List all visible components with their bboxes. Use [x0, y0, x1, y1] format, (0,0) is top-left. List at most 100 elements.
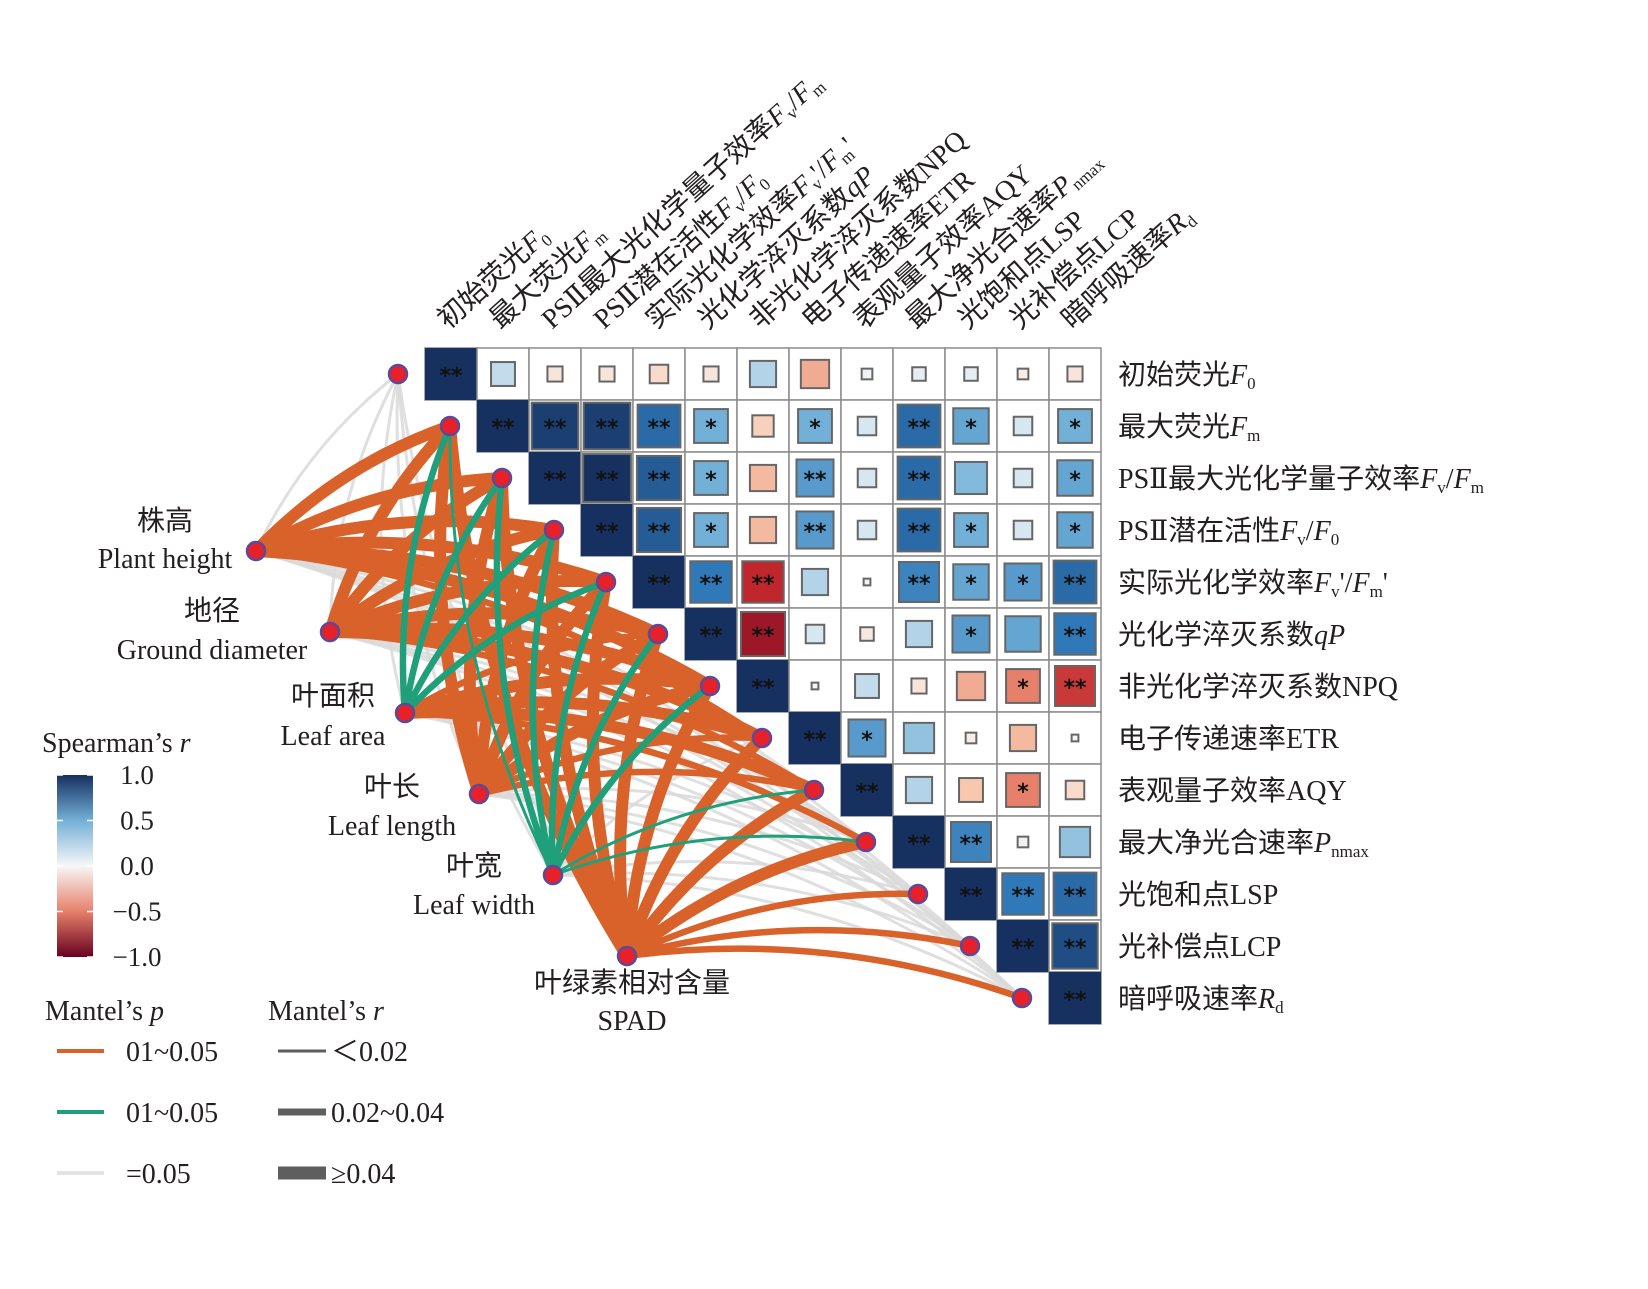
- label-symbol: NPQ: [1342, 672, 1398, 703]
- mantel-link: [324, 420, 456, 638]
- mantel-link: [621, 732, 768, 962]
- row-label: 最大荧光Fm: [1118, 411, 1260, 445]
- correlation-square: [953, 512, 989, 548]
- significance-mark: *: [965, 624, 977, 649]
- significance-mark: **: [595, 416, 619, 441]
- mantel-link: [395, 372, 481, 796]
- significance-mark: **: [855, 780, 879, 805]
- correlation-square: [693, 512, 729, 548]
- row-label: 电子传递速率ETR: [1118, 723, 1339, 755]
- environment-label-cn: 叶长: [364, 771, 420, 803]
- correlation-square: [958, 777, 984, 803]
- correlation-square: [702, 365, 720, 383]
- correlation-square: [955, 670, 987, 702]
- significance-mark: **: [595, 468, 619, 493]
- correlation-square: [598, 365, 616, 383]
- correlation-square: [748, 515, 778, 545]
- mantel-link: [399, 422, 454, 717]
- significance-mark: *: [1069, 520, 1081, 545]
- label-symbol: ': [1383, 568, 1388, 599]
- correlation-square: [1064, 779, 1086, 801]
- correlation-square: [854, 673, 880, 699]
- label-symbol: m: [1247, 426, 1260, 445]
- label-symbol: /: [1446, 464, 1454, 495]
- mantel-link: [448, 424, 555, 877]
- label-symbol: v: [1437, 478, 1446, 497]
- label-cn: 光化学淬灭系数: [1118, 619, 1314, 651]
- correlation-square: [856, 415, 878, 437]
- significance-mark: *: [705, 468, 717, 493]
- label-symbol: R: [1257, 984, 1275, 1015]
- significance-mark: *: [809, 416, 821, 441]
- correlation-square: [633, 556, 685, 608]
- colorbar-tick-label: 0.5: [120, 806, 154, 836]
- mantel-link: [549, 630, 662, 879]
- correlation-square: [949, 820, 993, 864]
- mantel-r-label: ≥0.04: [331, 1159, 395, 1190]
- correlation-square: [1052, 559, 1098, 605]
- significance-mark: **: [491, 416, 515, 441]
- variable-node: [387, 363, 409, 385]
- label-symbol: nmax: [1331, 842, 1369, 861]
- mantel-link: [475, 734, 766, 798]
- colorbar-title: Spearman’s r: [42, 728, 191, 759]
- label-symbol: F: [1313, 516, 1332, 547]
- correlation-square: [581, 504, 633, 556]
- environment-label-en: Leaf area: [281, 721, 386, 752]
- correlation-square: [636, 403, 682, 449]
- correlation-square: [789, 712, 841, 764]
- mantel-link: [623, 945, 1026, 1002]
- correlation-square: [799, 358, 831, 390]
- mantel-link: [551, 834, 868, 877]
- significance-mark: *: [1017, 572, 1029, 597]
- correlation-square: [648, 363, 670, 385]
- correlation-square: [490, 361, 516, 387]
- environment-label-cn: 株高: [137, 505, 193, 537]
- variable-node: [959, 935, 981, 957]
- correlation-square: [741, 560, 785, 604]
- mantel-link: [529, 526, 558, 879]
- mantel-r-title: Mantel’s r: [268, 996, 384, 1027]
- label-symbol: nmax: [1068, 154, 1109, 194]
- correlation-square: [685, 608, 737, 660]
- significance-mark: *: [965, 520, 977, 545]
- label-symbol: m: [1471, 478, 1484, 497]
- mantel-link: [463, 472, 508, 800]
- mantel-p-label: =0.05: [126, 1159, 191, 1190]
- mantel-link: [250, 420, 456, 557]
- label-cn: 最大荧光: [1118, 411, 1230, 443]
- correlation-square: [748, 463, 778, 493]
- significance-mark: *: [861, 728, 873, 753]
- row-label: 光化学淬灭系数qP: [1118, 619, 1345, 651]
- correlation-square: [795, 510, 835, 550]
- label-cn: 光补偿点: [1118, 931, 1230, 963]
- environment-node: [616, 945, 638, 967]
- significance-mark: **: [647, 572, 671, 597]
- correlation-square: [751, 414, 775, 438]
- correlation-square: [997, 920, 1049, 972]
- mantel-link: [548, 578, 610, 879]
- correlation-square: [635, 506, 683, 554]
- correlation-square: [847, 718, 887, 758]
- label-symbol: 0: [1247, 374, 1256, 393]
- correlation-square: [856, 467, 878, 489]
- label-cn: 实际光化学效率: [1118, 567, 1314, 599]
- correlation-square: [1049, 972, 1101, 1024]
- significance-mark: **: [803, 468, 827, 493]
- row-label: 光饱和点LSP: [1118, 879, 1278, 911]
- environment-node: [319, 621, 341, 643]
- correlation-square: [952, 563, 990, 601]
- correlation-square: [800, 567, 830, 597]
- label-symbol: LSP: [1230, 880, 1278, 911]
- mantel-link: [401, 526, 558, 717]
- row-label: PSⅡ最大光化学量子效率Fv/Fm: [1118, 463, 1484, 497]
- significance-mark: **: [699, 624, 723, 649]
- correlation-square: [856, 519, 878, 541]
- correlation-square: [1056, 511, 1094, 549]
- correlation-square: [1005, 668, 1041, 704]
- variable-node: [491, 467, 513, 489]
- mantel-links: [250, 372, 1026, 1002]
- significance-mark: *: [965, 572, 977, 597]
- label-cn: 非光化学淬灭系数: [1118, 671, 1342, 703]
